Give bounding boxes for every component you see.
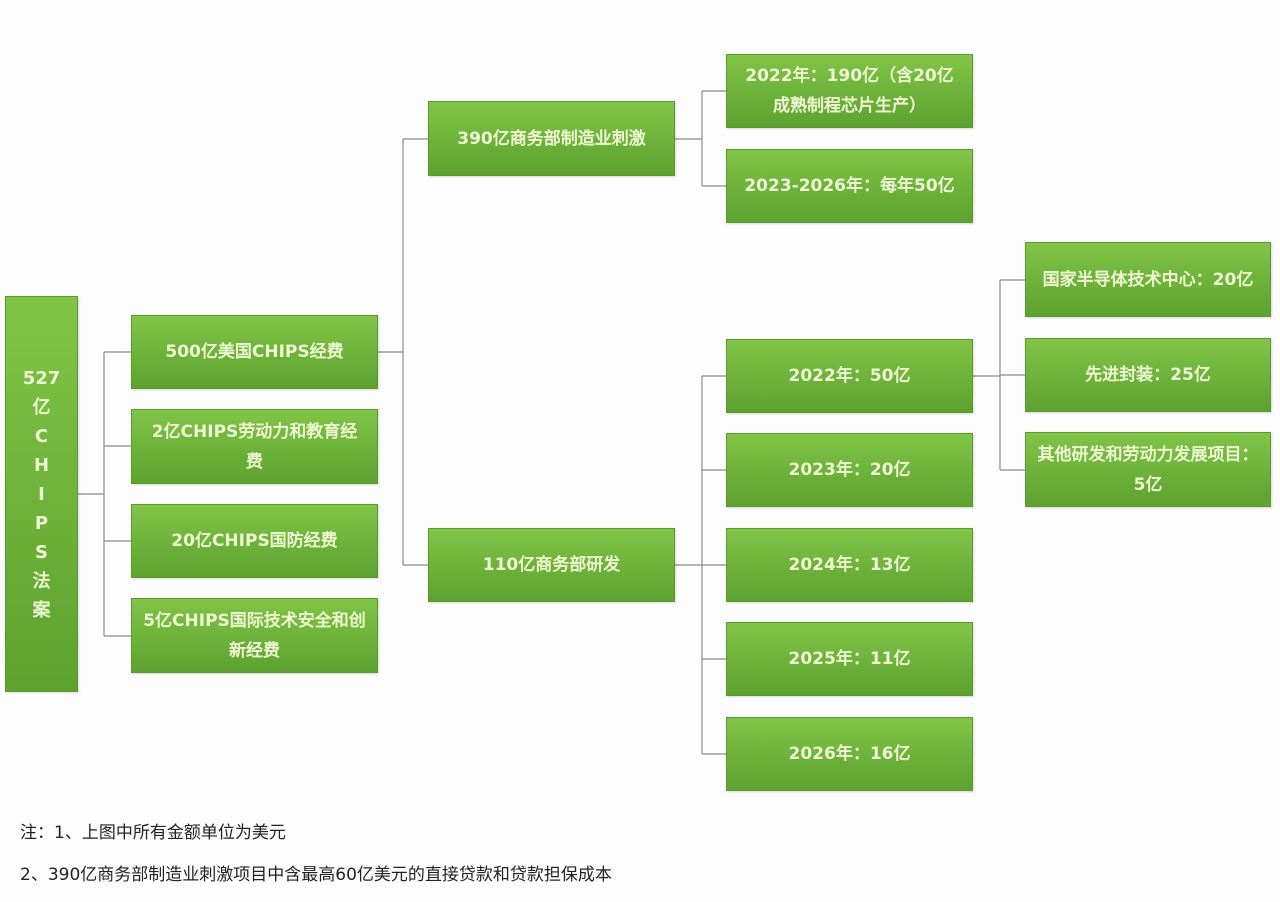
root-line: 法 xyxy=(32,570,51,592)
root-line: H xyxy=(33,454,50,476)
node-research-2026: 2026年：16亿 xyxy=(726,717,973,791)
node-advanced-packaging: 先进封装：25亿 xyxy=(1025,338,1271,412)
note-1: 注：1、上图中所有金额单位为美元 xyxy=(20,823,286,843)
node-chips-fund: 500亿美国CHIPS经费 xyxy=(131,315,378,389)
root-line: P xyxy=(34,512,49,534)
root-line: 案 xyxy=(32,599,51,621)
root-line: S xyxy=(35,541,48,563)
root-line: 527 xyxy=(22,367,61,389)
root-line: 亿 xyxy=(32,396,51,418)
node-manufacturing-2023-2026: 2023-2026年：每年50亿 xyxy=(726,149,973,223)
node-research: 110亿商务部研发 xyxy=(428,528,675,602)
node-nstc: 国家半导体技术中心：20亿 xyxy=(1025,242,1271,317)
note-2: 2、390亿商务部制造业刺激项目中含最高60亿美元的直接贷款和贷款担保成本 xyxy=(20,865,612,885)
node-research-2025: 2025年：11亿 xyxy=(726,622,973,696)
node-research-2023: 2023年：20亿 xyxy=(726,433,973,507)
node-manufacturing-2022: 2022年：190亿（含20亿成熟制程芯片生产） xyxy=(726,54,973,128)
node-workforce-fund: 2亿CHIPS劳动力和教育经费 xyxy=(131,409,378,484)
root-chips-act: 527 亿 C H I P S 法 案 xyxy=(5,296,78,692)
root-line: C xyxy=(34,425,49,447)
node-defense-fund: 20亿CHIPS国防经费 xyxy=(131,504,378,578)
node-manufacturing-incentives: 390亿商务部制造业刺激 xyxy=(428,101,675,176)
node-other-rd: 其他研发和劳动力发展项目：5亿 xyxy=(1025,432,1271,507)
node-international-fund: 5亿CHIPS国际技术安全和创新经费 xyxy=(131,598,378,673)
root-line: I xyxy=(38,483,45,505)
node-research-2024: 2024年：13亿 xyxy=(726,528,973,602)
node-research-2022: 2022年：50亿 xyxy=(726,339,973,413)
